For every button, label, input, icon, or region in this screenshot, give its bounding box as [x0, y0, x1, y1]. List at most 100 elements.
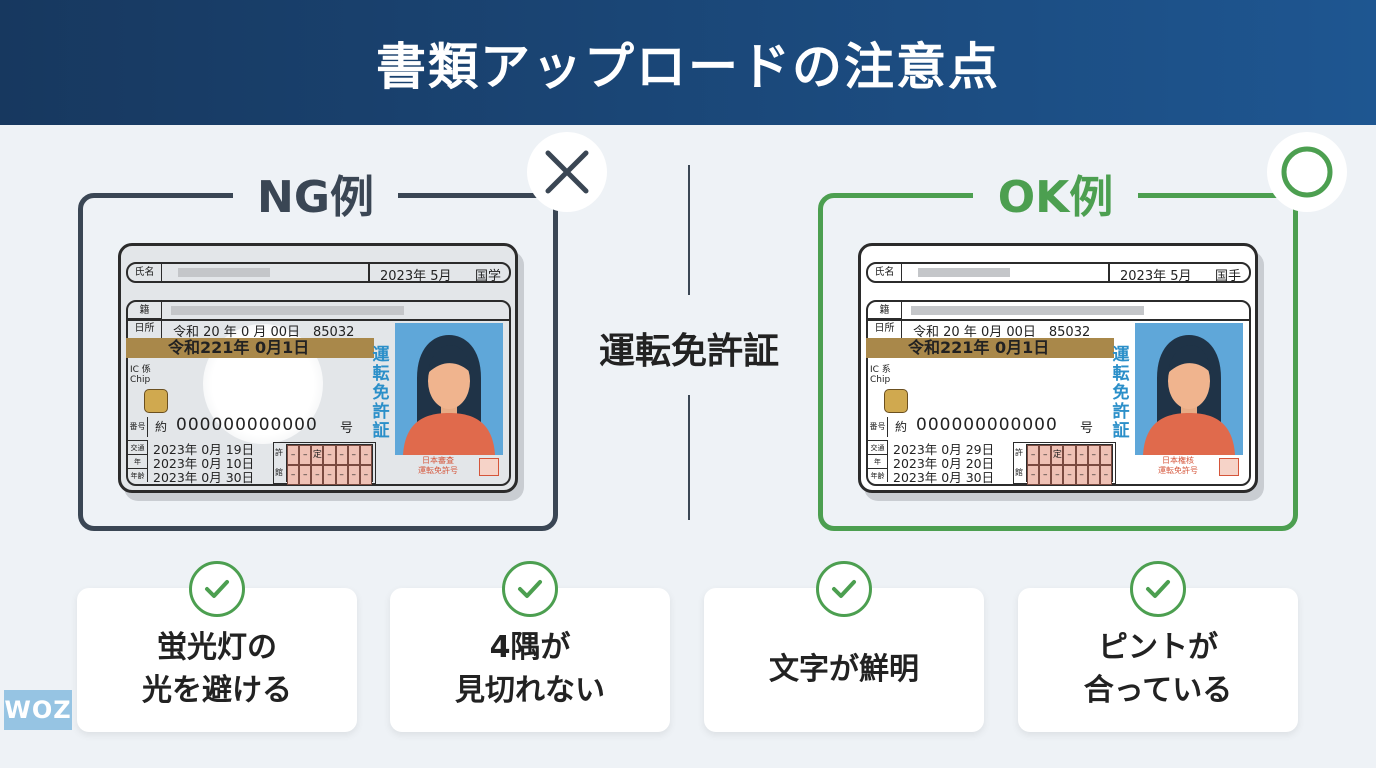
issuer-text: 日本審査運転免許号: [418, 456, 458, 475]
grid-cell: –: [287, 445, 300, 465]
row-divider: [1108, 264, 1110, 281]
number-prefix: 約: [155, 420, 168, 434]
name-redacted: [178, 268, 270, 277]
header-banner: 書類アップロードの注意点: [0, 0, 1376, 125]
date-value: 2023年 0月 30日: [893, 470, 995, 485]
row2-label: 籍: [868, 302, 902, 319]
divider-top: [688, 165, 690, 295]
main-box: 籍 日所 令和 20 年 0 月 00日 85032 令和221年 0月1日 I…: [126, 300, 511, 486]
check-icon: [502, 561, 558, 617]
grid-cell: –: [1027, 465, 1040, 485]
grid-cell: –: [1099, 465, 1112, 485]
seal-stamp-icon: [479, 458, 499, 476]
grid-cell: –: [311, 465, 324, 485]
seal-stamp-icon: [1219, 458, 1239, 476]
row2-redacted: [911, 306, 1144, 315]
row2-label: 籍: [128, 302, 162, 319]
tip-line1: 4隅が: [489, 630, 571, 665]
grid-cell: –: [1075, 465, 1088, 485]
row-divider: [868, 319, 1251, 321]
date-value: 2023年 0月 10日: [153, 456, 255, 471]
expiry-band: 令和221年 0月1日: [126, 338, 374, 358]
grid-cell: –: [287, 465, 300, 485]
grid-cell: –: [347, 445, 360, 465]
date-label: 年: [128, 454, 148, 468]
tip-line1: 文字が鮮明: [769, 651, 919, 687]
id-photo: [1135, 323, 1243, 455]
number-suffix: 号: [1080, 421, 1094, 436]
date-value: 2023年 0月 30日: [153, 470, 255, 485]
row-divider: [368, 264, 370, 281]
check-icon: [189, 561, 245, 617]
number-label: 番号: [128, 417, 148, 437]
tip-line1: ピントが: [1098, 630, 1218, 665]
grid-cell: –: [347, 465, 360, 485]
grid-cell: –: [335, 445, 348, 465]
date-value: 2023年 0月 20日: [893, 456, 995, 471]
date-value: 2023年 0月 19日: [153, 442, 255, 457]
date-label: 年齢: [868, 468, 888, 482]
grid-cell: –: [1063, 465, 1076, 485]
name-row: 氏名 2023年 5月 国学: [126, 262, 511, 284]
divider-bottom: [688, 395, 690, 520]
grid-cells: ––定–––––––––––: [1026, 444, 1113, 485]
date-label: 年: [868, 454, 888, 468]
tip-line1: 蛍光灯の: [157, 630, 277, 665]
grid-cells: ––定–––––––––––: [286, 444, 373, 485]
vertical-title: 運転免許証: [1112, 345, 1130, 441]
id-photo: [395, 323, 503, 455]
issuer-text: 日本権核運転免許号: [1158, 456, 1198, 475]
check-icon: [816, 561, 872, 617]
date-value: 2023年 0月 29日: [893, 442, 995, 457]
ok-license-card: 氏名 2023年 5月 国手 籍 日所 令和 20 年 0月 00日 85032…: [858, 243, 1258, 493]
grid-cell: –: [1051, 465, 1064, 485]
number-suffix: 号: [340, 421, 354, 436]
stamp-grid: 許 館 ––定–––––––––––: [1013, 442, 1116, 485]
grid-cell: –: [359, 445, 372, 465]
ng-license-card: 氏名 2023年 5月 国学 籍 日所 令和 20 年 0 月 00日 8503…: [118, 243, 518, 493]
grid-cell: –: [335, 465, 348, 485]
grid-cell: –: [323, 445, 336, 465]
grid-cell: –: [1039, 465, 1052, 485]
license-number: 000000000000: [916, 415, 1058, 435]
grid-cell: –: [1087, 445, 1100, 465]
grid-cell: –: [299, 445, 312, 465]
ic-chip-icon: [884, 389, 908, 413]
name-redacted: [918, 268, 1010, 277]
page-title: 書類アップロードの注意点: [376, 37, 1000, 96]
row-divider: [128, 319, 511, 321]
grid-label: 館: [1015, 468, 1023, 477]
issue-date: 2023年 5月: [1120, 269, 1192, 284]
tip-line2: 見切れない: [455, 673, 605, 708]
expiry-band: 令和221年 0月1日: [866, 338, 1114, 358]
date-label: 交通: [868, 440, 888, 454]
vertical-title: 運転免許証: [372, 345, 390, 441]
address-label: 日所: [128, 320, 162, 338]
nationality: 国手: [1214, 269, 1241, 284]
license-number: 000000000000: [176, 415, 318, 435]
grid-cell: 定: [1051, 445, 1064, 465]
grid-cell: –: [1063, 445, 1076, 465]
issue-date: 2023年 5月: [380, 269, 452, 284]
ok-label: OK例: [973, 166, 1138, 230]
tip-card: 蛍光灯の光を避ける: [77, 588, 357, 732]
ng-label: NG例: [233, 166, 398, 230]
ic-chip-icon: [144, 389, 168, 413]
tip-card: ピントが合っている: [1018, 588, 1298, 732]
watermark-logo: WOZ: [4, 690, 72, 730]
row2-redacted: [171, 306, 404, 315]
main-box: 籍 日所 令和 20 年 0月 00日 85032 令和221年 0月1日 IC…: [866, 300, 1251, 486]
x-mark-icon: [527, 132, 607, 212]
nationality: 国学: [474, 269, 501, 284]
address-label: 日所: [868, 320, 902, 338]
date-label: 年齢: [128, 468, 148, 482]
name-row: 氏名 2023年 5月 国手: [866, 262, 1251, 284]
grid-cell: –: [299, 465, 312, 485]
grid-cell: –: [1087, 465, 1100, 485]
address-value: 令和 20 年 0月 00日 85032: [913, 325, 1091, 340]
grid-cell: –: [1099, 445, 1112, 465]
grid-cell: –: [1027, 445, 1040, 465]
document-type-label: 運転免許証: [598, 331, 779, 372]
